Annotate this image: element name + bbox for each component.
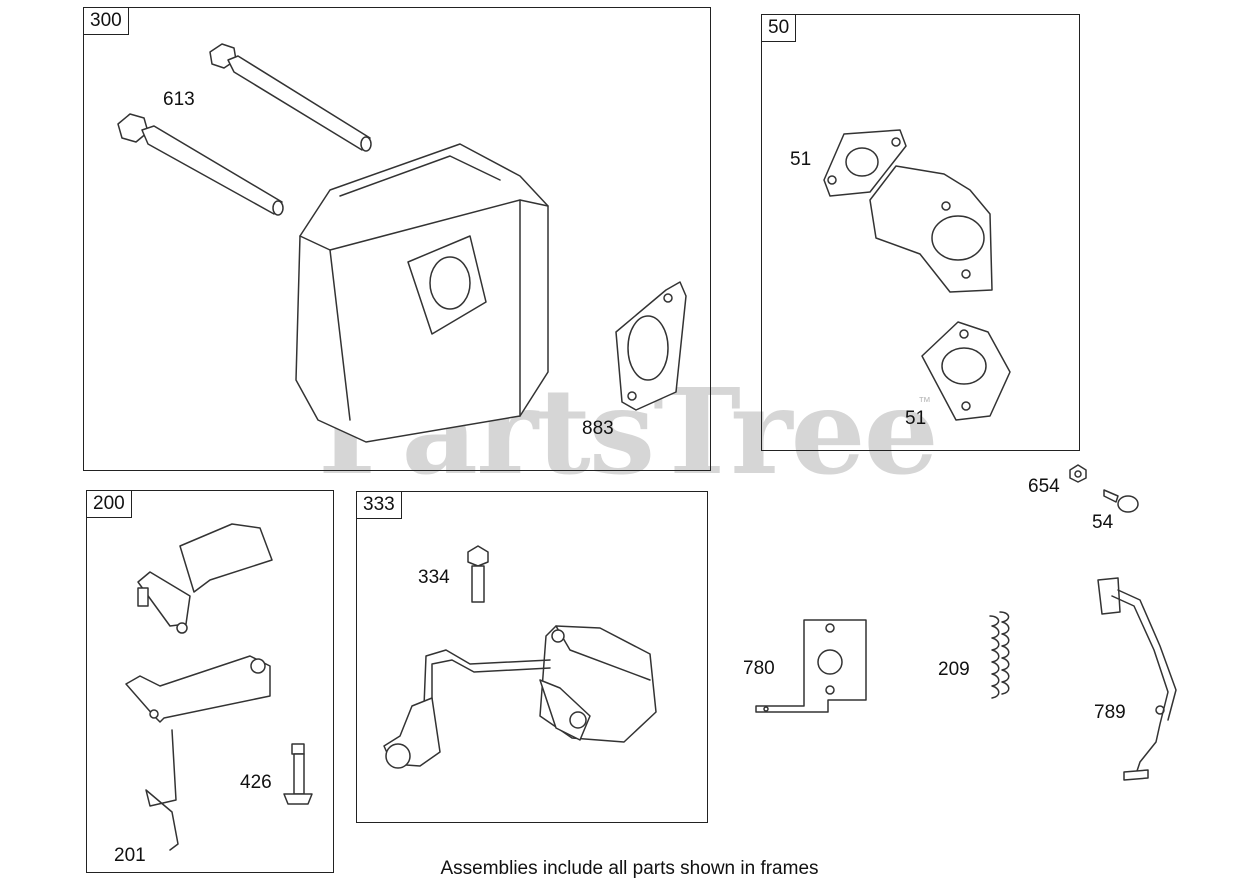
governor-arm-200	[125, 655, 271, 723]
governor-lever-200	[137, 523, 273, 634]
gasket-51-lower	[921, 321, 1011, 421]
frame-300: 300	[83, 7, 711, 471]
ground-wire-789	[1097, 577, 1177, 781]
spring-209	[989, 611, 1010, 699]
callout-654: 654	[1028, 476, 1060, 497]
callout-51-upper: 51	[790, 149, 812, 170]
gasket-51-upper	[823, 129, 907, 197]
frame-50: 50	[761, 14, 1080, 451]
assemblies-note: Assemblies include all parts shown in fr…	[440, 858, 819, 879]
trademark-mark: ™	[918, 394, 931, 409]
governor-link-201	[145, 729, 179, 851]
exhaust-manifold-50	[869, 165, 993, 293]
callout-334: 334	[418, 567, 450, 588]
bolt-613-lower	[117, 113, 284, 216]
nut-654	[1069, 464, 1087, 483]
bolt-426	[283, 743, 313, 805]
callout-54: 54	[1092, 512, 1114, 533]
frame-300-tag: 300	[84, 8, 129, 35]
callout-780: 780	[743, 658, 775, 679]
callout-51-lower: 51	[905, 408, 927, 429]
callout-201: 201	[114, 845, 146, 866]
callout-426: 426	[240, 772, 272, 793]
frame-333: 333	[356, 491, 708, 823]
callout-613: 613	[163, 89, 195, 110]
ignition-coil-333	[383, 625, 657, 769]
frame-50-tag: 50	[762, 15, 797, 42]
callout-209: 209	[938, 659, 970, 680]
frame-200: 200	[86, 490, 334, 873]
frame-200-tag: 200	[87, 491, 132, 518]
muffler-300	[295, 143, 549, 443]
gasket-883	[615, 281, 687, 411]
screw-334	[467, 545, 489, 603]
callout-883: 883	[582, 418, 614, 439]
screw-54	[1103, 489, 1139, 513]
frame-333-tag: 333	[357, 492, 402, 519]
bolt-613-upper	[209, 43, 372, 152]
bracket-780	[755, 619, 867, 713]
callout-789: 789	[1094, 702, 1126, 723]
